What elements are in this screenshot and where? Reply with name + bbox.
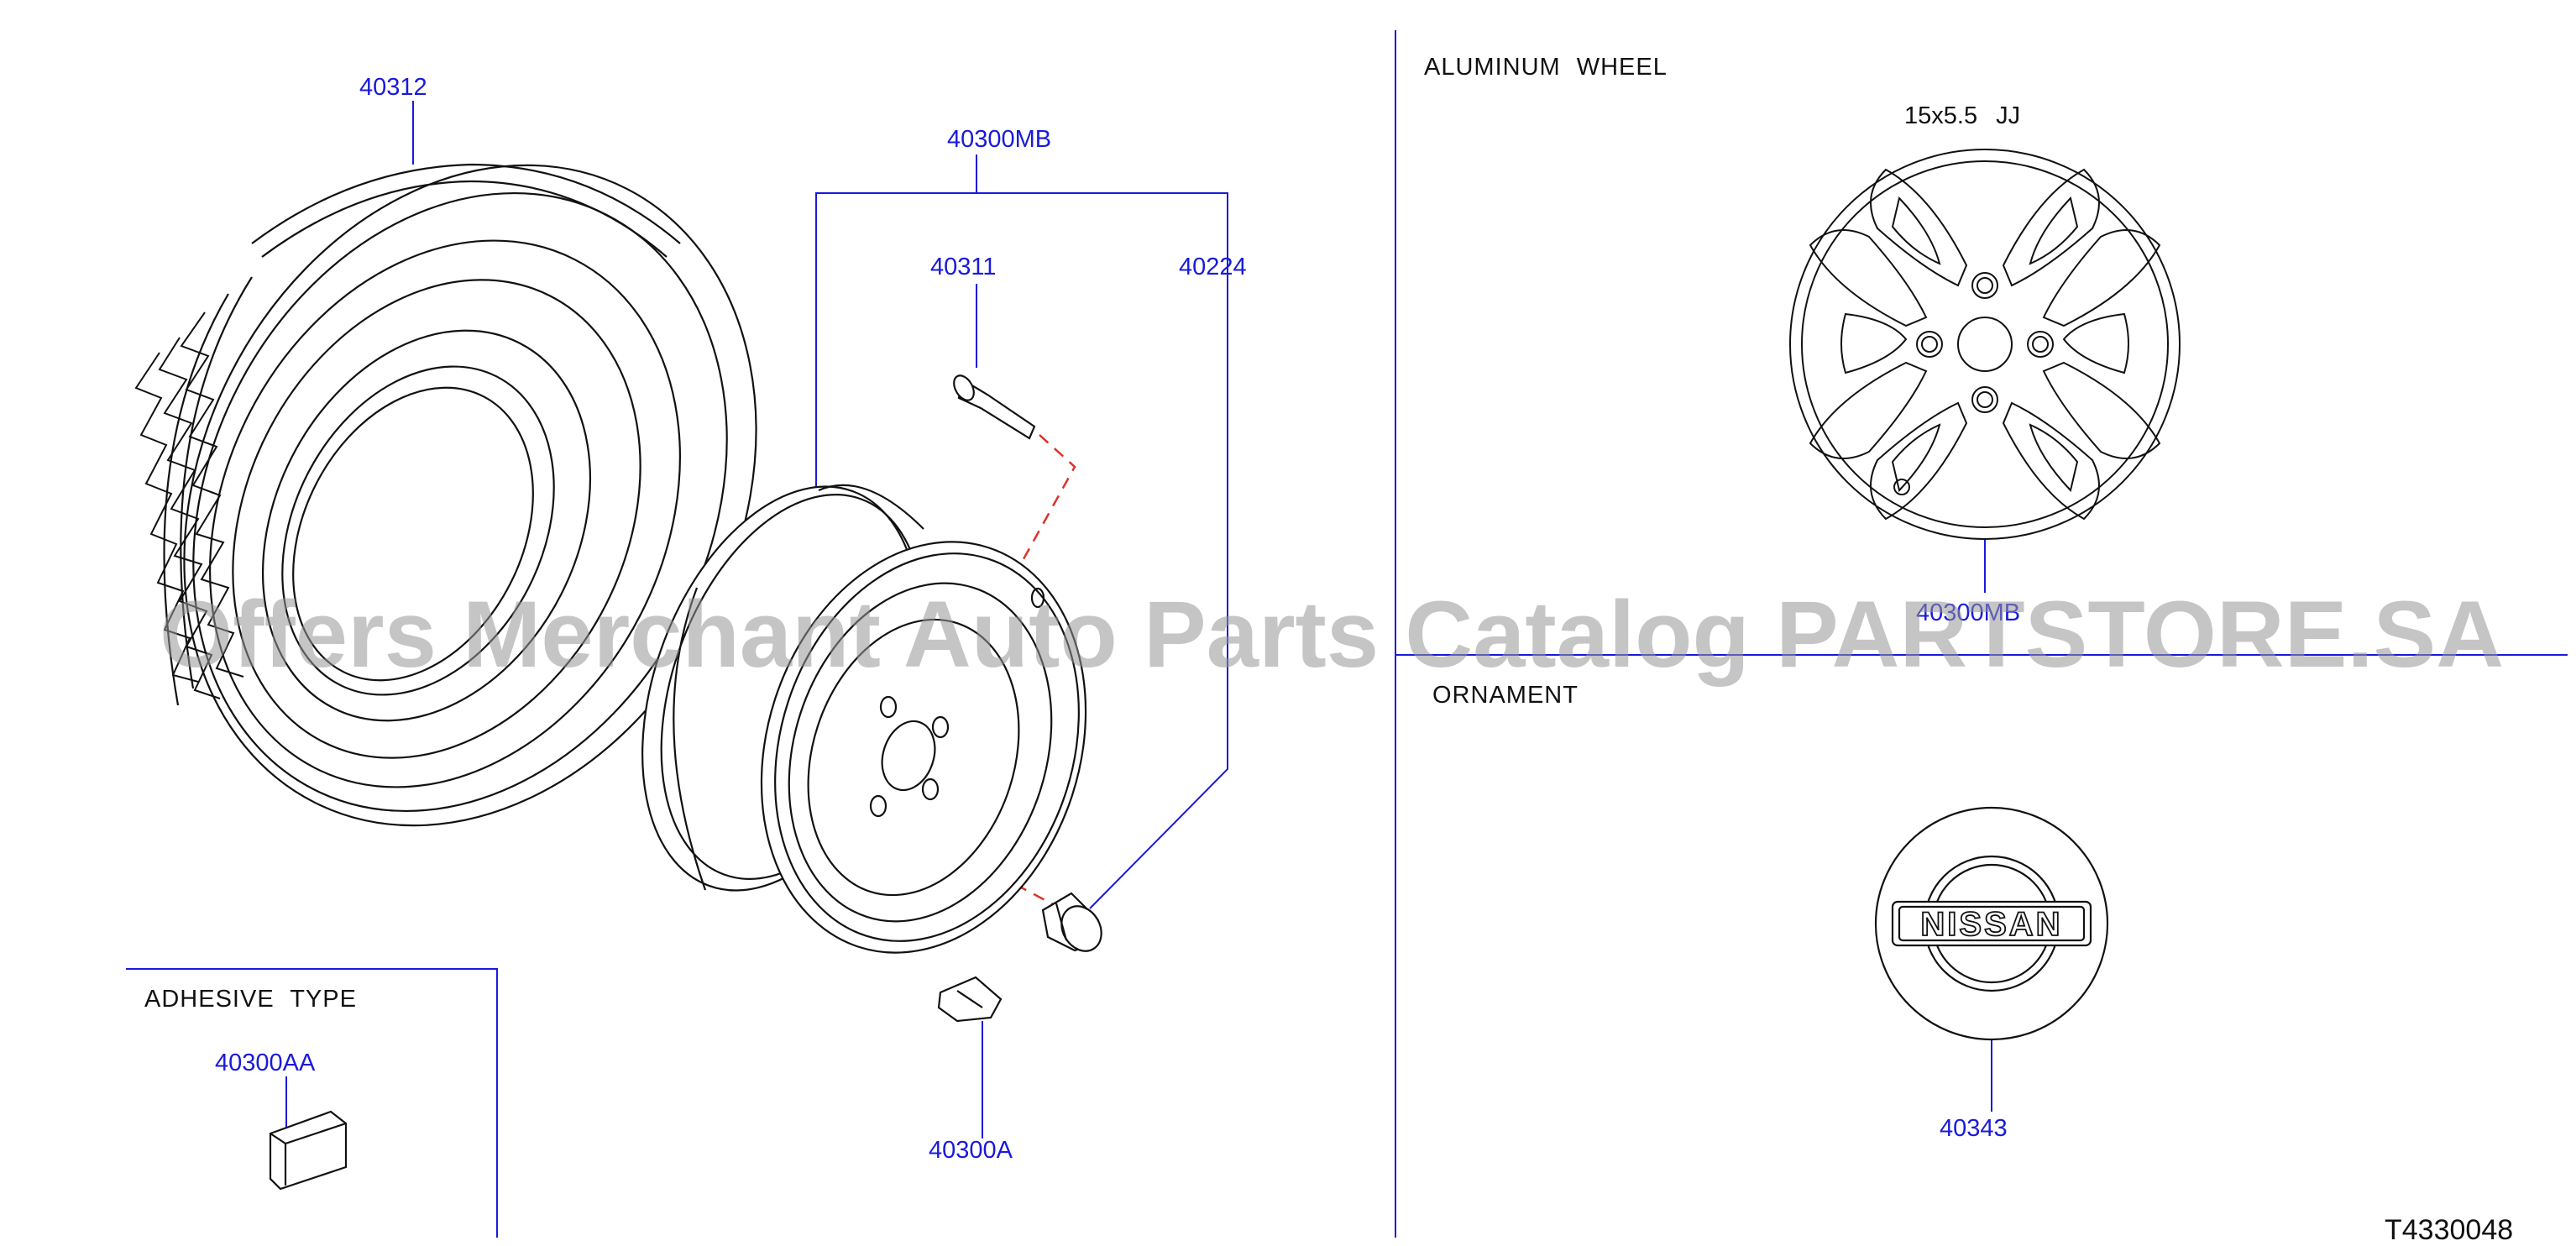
alloy-window-group <box>1840 196 2129 493</box>
part-label-nut[interactable]: 40224 <box>1179 254 1247 280</box>
section-dividers <box>126 30 2568 1238</box>
part-label-ornament[interactable]: 40343 <box>1940 1115 2008 1142</box>
wheel-size-spec: 15x5.5 JJ <box>1904 102 2021 129</box>
ornament-brand-text: NISSAN <box>1920 906 2062 943</box>
leader-lines <box>285 101 1992 1139</box>
part-label-adhesive-weight[interactable]: 40300AA <box>215 1050 316 1076</box>
alloy-wheel-drawing <box>1789 149 2181 540</box>
adhesive-type-title: ADHESIVE TYPE <box>144 986 357 1013</box>
aluminum-wheel-title: ALUMINUM WHEEL <box>1424 54 1668 81</box>
part-label-alloy-wheel[interactable]: 40300MB <box>1916 599 2021 626</box>
tire-drawing <box>134 163 757 827</box>
alloy-spoke-group <box>1809 168 2161 521</box>
valve-drawing <box>953 374 1036 440</box>
part-label-valve[interactable]: 40311 <box>930 254 997 280</box>
wheel-nut-drawing <box>1041 892 1102 952</box>
diagram-code: T4330048 <box>2385 1214 2514 1246</box>
part-label-wheel-assy[interactable]: 40300MB <box>947 126 1052 153</box>
watermark: Offers Merchant Auto Parts Catalog PARTS… <box>160 582 2505 687</box>
adhesive-weight-drawing <box>269 1110 348 1191</box>
ornament-drawing <box>1874 806 2109 1041</box>
part-label-tire[interactable]: 40312 <box>359 74 427 101</box>
part-label-balance-weight[interactable]: 40300A <box>929 1137 1013 1164</box>
steel-wheel-drawing <box>641 484 1087 954</box>
balance-weight-drawing <box>937 976 1003 1023</box>
ornament-title: ORNAMENT <box>1432 682 1579 709</box>
